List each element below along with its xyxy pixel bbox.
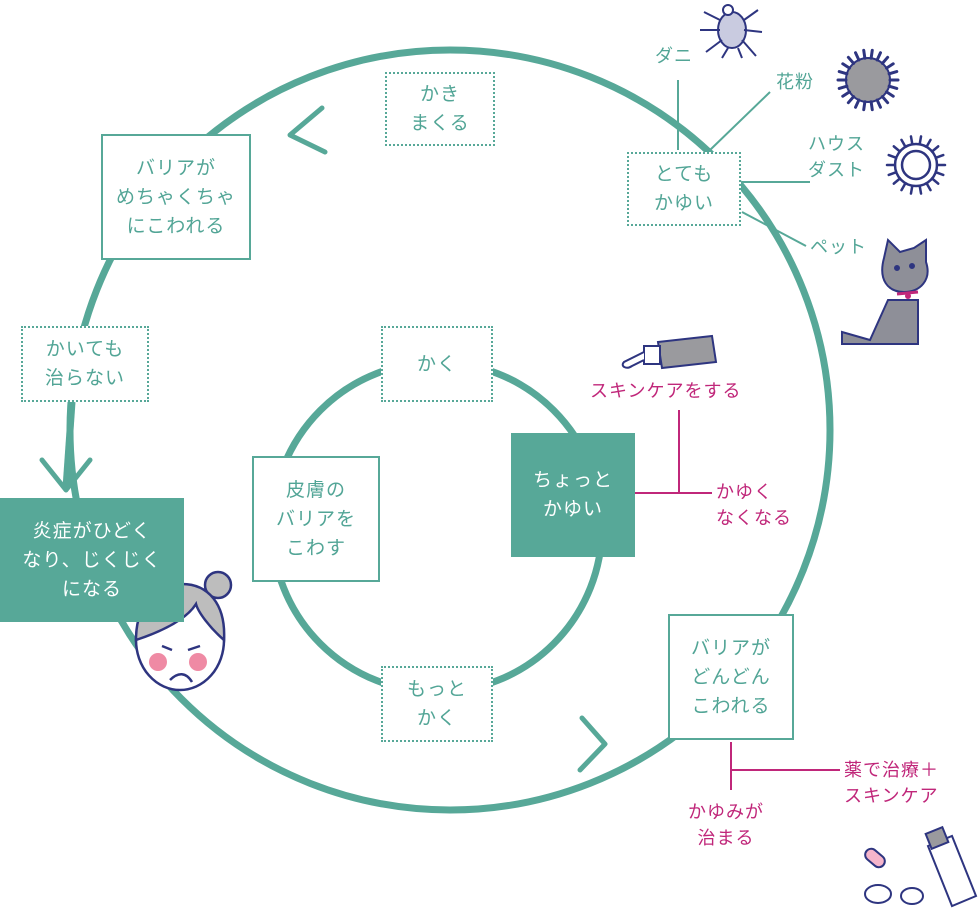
itch-disappears-label: かゆく なくなる xyxy=(716,482,792,529)
barrier-breaking-box: バリアが どんどん こわれる xyxy=(668,614,794,740)
allergen-lines xyxy=(677,80,810,247)
mite-label: ダニ xyxy=(655,46,693,67)
pollen-label: 花粉 xyxy=(776,72,814,93)
scratch-box: かく xyxy=(381,326,493,402)
arrow-outer-top xyxy=(287,105,328,155)
remedy-lines xyxy=(635,410,840,790)
scratch-a-lot-box: かき まくる xyxy=(385,72,495,146)
slightly-itchy-box: ちょっと かゆい xyxy=(511,433,635,557)
pollen-icon xyxy=(836,48,900,112)
itch-cured-label: かゆみが 治まる xyxy=(688,802,764,849)
cat-icon xyxy=(841,238,929,345)
house-dust-label: ハウス ダスト xyxy=(808,134,865,181)
medicine-label: 薬で治療＋ スキンケア xyxy=(844,760,939,807)
medicine-icon xyxy=(864,825,978,908)
cream-tube-icon xyxy=(621,334,718,370)
barrier-destroyed-box: バリアが めちゃくちゃ にこわれる xyxy=(101,134,251,260)
arrow-down xyxy=(39,457,93,493)
scratch-more-box: もっと かく xyxy=(381,666,493,742)
arrow-inner-bottom xyxy=(577,715,608,773)
skincare-label: スキンケアをする xyxy=(590,381,742,402)
outer-down-line xyxy=(62,401,76,489)
break-barrier-box: 皮膚の バリアを こわす xyxy=(252,456,380,582)
pet-label: ペット xyxy=(810,237,867,258)
mite-icon xyxy=(700,4,763,59)
dust-icon xyxy=(885,135,947,195)
very-itchy-box: とても かゆい xyxy=(627,152,741,226)
still-not-healed-box: かいても 治らない xyxy=(21,326,149,402)
inflammation-box: 炎症がひどく なり、じくじく になる xyxy=(0,498,184,622)
